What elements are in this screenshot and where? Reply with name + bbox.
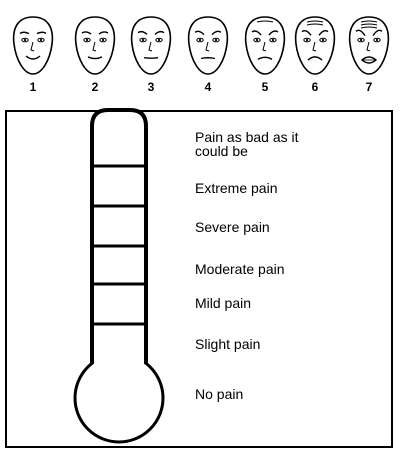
label-pain-as-bad-as-it-could-be: Pain as bad as it could be — [195, 129, 299, 159]
face-number: 1 — [29, 80, 37, 94]
pain-thermometer-panel — [5, 110, 393, 448]
pain-thermometer — [73, 108, 165, 444]
face-3: 3 — [128, 14, 174, 94]
face-number: 3 — [147, 80, 155, 94]
label-extreme-pain: Extreme pain — [195, 180, 278, 196]
face-number: 2 — [91, 80, 99, 94]
face-3-icon — [130, 16, 172, 75]
label-slight-pain: Slight pain — [195, 336, 261, 352]
faces-scale-row: 1 2 — [0, 0, 404, 104]
label-mild-pain: Mild pain — [195, 295, 252, 311]
face-1-no-pain-icon — [12, 16, 54, 75]
face-number: 6 — [311, 80, 319, 94]
face-6-icon — [294, 16, 336, 75]
face-5-icon — [244, 16, 286, 75]
face-number: 7 — [365, 80, 373, 94]
face-number: 4 — [204, 80, 212, 94]
label-severe-pain: Severe pain — [195, 219, 270, 235]
face-5: 5 — [242, 14, 288, 94]
face-1: 1 — [10, 14, 56, 94]
face-7: 7 — [346, 14, 392, 94]
face-2-icon — [74, 16, 116, 75]
face-2: 2 — [72, 14, 118, 94]
face-4: 4 — [185, 14, 231, 94]
face-4-icon — [187, 16, 229, 75]
face-6: 6 — [292, 14, 338, 94]
thermometer-tube — [90, 108, 148, 368]
label-moderate-pain: Moderate pain — [195, 261, 285, 277]
face-number: 5 — [261, 80, 269, 94]
face-7-worst-pain-icon — [348, 16, 390, 75]
label-no-pain: No pain — [195, 386, 244, 402]
